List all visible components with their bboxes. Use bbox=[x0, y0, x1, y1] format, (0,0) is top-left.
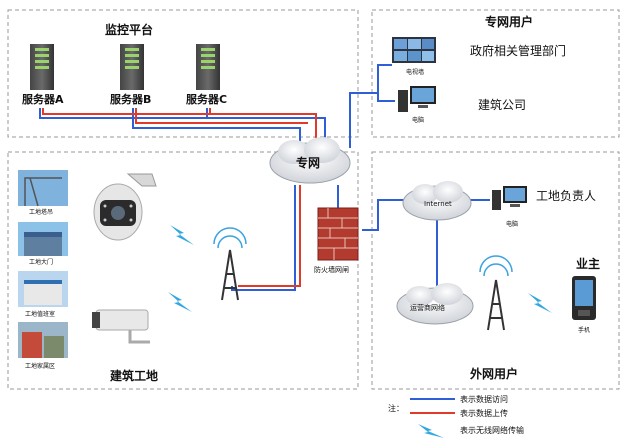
dome-camera-icon bbox=[93, 173, 157, 241]
owner-label: 业主 bbox=[576, 256, 600, 271]
wireless-signal-icon bbox=[168, 292, 192, 312]
wireless-signal-icon bbox=[170, 225, 194, 245]
blue-line-to-videowall bbox=[349, 64, 392, 148]
external-antenna-tower-icon bbox=[479, 255, 513, 331]
server-b-icon bbox=[120, 44, 144, 90]
site-title: 建筑工地 bbox=[109, 368, 158, 383]
photo-label-gate: 工地大门 bbox=[29, 258, 53, 266]
legend-prefix: 注： bbox=[388, 403, 404, 413]
legend-label-access: 表示数据访问 bbox=[460, 394, 508, 404]
photo-label-crane: 工地塔吊 bbox=[29, 208, 53, 216]
site-manager-label: 工地负责人 bbox=[536, 189, 596, 203]
site-panel bbox=[7, 151, 359, 390]
platform-panel bbox=[7, 9, 359, 138]
red-line-tower-cloud bbox=[238, 185, 301, 287]
red-line-servers-a bbox=[42, 108, 317, 150]
videowall-label: 电视墙 bbox=[406, 68, 424, 76]
internet-cloud-icon bbox=[402, 181, 472, 221]
private-network-label: 专网 bbox=[296, 155, 320, 170]
org-government: 政府相关管理部门 bbox=[470, 43, 566, 58]
external-panel bbox=[371, 151, 620, 390]
manager-pc-label: 电脑 bbox=[506, 220, 518, 228]
phone-label: 手机 bbox=[578, 326, 590, 334]
photo-label-family-area: 工地家属区 bbox=[25, 362, 55, 370]
org-construction-company: 建筑公司 bbox=[478, 97, 526, 112]
carrier-network-cloud-icon bbox=[396, 283, 474, 325]
server-b-label: 服务器B bbox=[110, 92, 151, 106]
red-line-servers-b bbox=[135, 108, 308, 124]
server-c-icon bbox=[196, 44, 220, 90]
private-users-title: 专网用户 bbox=[485, 14, 533, 29]
videowall-icon bbox=[392, 37, 436, 63]
server-a-icon bbox=[30, 44, 54, 90]
photo-duty-room bbox=[18, 271, 68, 307]
pc-label: 电脑 bbox=[412, 116, 424, 124]
blue-line-tower-cloud bbox=[231, 185, 296, 291]
photo-label-duty-room: 工地值班室 bbox=[25, 310, 55, 318]
blue-line-servers-a bbox=[39, 108, 326, 148]
firewall-icon bbox=[317, 207, 359, 261]
manager-pc-icon bbox=[492, 186, 527, 210]
mobile-phone-icon bbox=[572, 276, 596, 320]
photo-site-gate bbox=[18, 222, 68, 256]
private-users-panel bbox=[371, 9, 620, 138]
server-a-label: 服务器A bbox=[22, 92, 64, 106]
blue-line-firewall-internet bbox=[362, 199, 405, 231]
wireless-signal-icon bbox=[528, 293, 552, 313]
firewall-label: 防火墙网闸 bbox=[314, 265, 349, 274]
internet-label: Internet bbox=[424, 200, 452, 208]
pc-icon bbox=[398, 86, 436, 112]
private-network-cloud-icon bbox=[269, 137, 351, 184]
external-users-title: 外网用户 bbox=[470, 366, 518, 381]
server-c-label: 服务器C bbox=[186, 92, 227, 106]
legend-swatch-wireless bbox=[418, 424, 444, 438]
blue-line-servers-b bbox=[132, 108, 301, 148]
carrier-network-label: 运营商网络 bbox=[410, 303, 445, 312]
legend-label-wireless: 表示无线网络传输 bbox=[460, 425, 524, 435]
platform-title: 监控平台 bbox=[105, 22, 153, 37]
bullet-camera-icon bbox=[92, 309, 150, 344]
photo-family-area bbox=[18, 322, 68, 358]
blue-line-to-pc bbox=[377, 93, 395, 102]
antenna-tower-icon bbox=[213, 227, 247, 301]
photo-tower-crane bbox=[18, 170, 68, 207]
legend: 注： 表示数据访问 表示数据上传 表示无线网络传输 bbox=[388, 394, 524, 438]
legend-label-upload: 表示数据上传 bbox=[460, 408, 508, 418]
